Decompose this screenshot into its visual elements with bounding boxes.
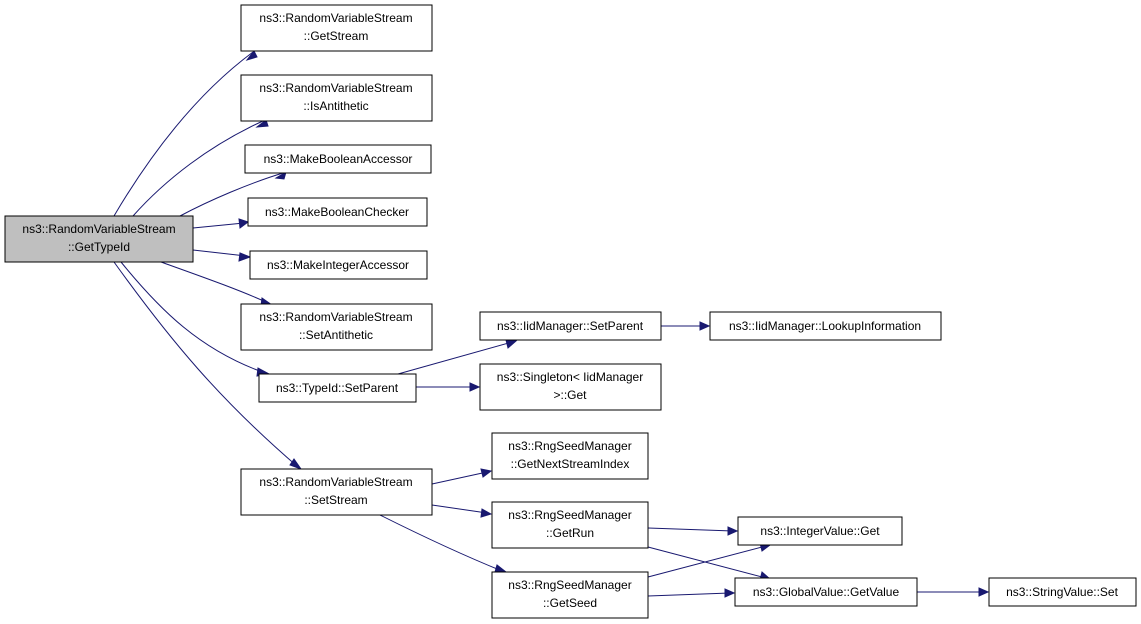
edge-root-to-typeidsetparent [120,261,266,374]
node-label-line: ns3::IidManager::LookupInformation [729,319,921,333]
node-label-line: ns3::RandomVariableStream [259,11,412,25]
node-label-line: ns3::Singleton< IidManager [497,370,643,384]
node-label-line: ns3::MakeBooleanChecker [265,205,409,219]
node-label-line: ns3::MakeBooleanAccessor [264,152,413,166]
node-globalvalue-getvalue[interactable]: ns3::GlobalValue::GetValue [734,577,918,607]
node-label-line: ns3::TypeId::SetParent [276,381,399,395]
edge-arrowhead [699,321,711,331]
node-label-line: ::GetRun [546,526,594,540]
edge-arrowhead [494,564,508,573]
edge-arrowhead [469,382,481,392]
node-label-line: ::SetAntithetic [299,328,373,342]
node-label-line: ns3::RandomVariableStream [22,222,175,236]
node-randomvariablestream-isantithetic[interactable]: ns3::RandomVariableStream ::IsAntithetic [240,74,433,122]
edge-getseed-to-integerget [647,545,767,578]
node-iidmanager-lookupinformation[interactable]: ns3::IidManager::LookupInformation [709,311,942,341]
node-randomvariablestream-setantithetic[interactable]: ns3::RandomVariableStream ::SetAntitheti… [240,303,433,351]
node-label-line: ::GetSeed [543,596,597,610]
edge-getseed-to-globalgetvalue [647,592,731,597]
node-label-line: ns3::RandomVariableStream [259,310,412,324]
node-singleton-iidmanager-get[interactable]: ns3::Singleton< IidManager >::Get [479,363,662,411]
node-label-line: ::SetStream [304,493,367,507]
node-rngseedmanager-getrun[interactable]: ns3::RngSeedManager ::GetRun [491,501,649,549]
edge-root-to-makeboolchk [192,222,245,229]
edge-root-to-setantithetic [160,261,269,304]
edge-getrun-to-integerget [647,527,734,532]
node-label-line: ns3::RngSeedManager [508,578,631,592]
node-label-line: ns3::IidManager::SetParent [497,319,644,333]
node-label-line: ns3::RandomVariableStream [259,81,412,95]
edge-arrowhead [505,339,518,349]
node-label-line: >::Get [553,388,587,402]
node-label-line: ns3::IntegerValue::Get [760,524,880,538]
edge-arrowhead [978,587,990,597]
edge-root-to-getstream [113,51,254,217]
edge-arrowhead [480,468,493,478]
edge-setstream-to-getnextstream [431,471,488,485]
node-label-line: ns3::RandomVariableStream [259,475,412,489]
node-label-line: ns3::RngSeedManager [508,439,631,453]
edge-root-to-makeintacc [192,249,247,257]
node-randomvariablestream-gettypeid[interactable]: ns3::RandomVariableStream ::GetTypeId [4,215,194,263]
edge-setstream-to-getseed [379,514,503,572]
node-makebooleanchecker[interactable]: ns3::MakeBooleanChecker [247,197,428,227]
node-iidmanager-setparent[interactable]: ns3::IidManager::SetParent [479,311,662,341]
node-label-line: ns3::MakeIntegerAccessor [267,258,409,272]
node-label-line: ::GetNextStreamIndex [511,457,630,471]
edge-arrowhead [245,50,258,61]
node-randomvariablestream-setstream[interactable]: ns3::RandomVariableStream ::SetStream [240,468,433,516]
node-stringvalue-set[interactable]: ns3::StringValue::Set [988,577,1137,607]
node-typeid-setparent[interactable]: ns3::TypeId::SetParent [258,373,417,403]
edge-typeidsetparent-to-iidsetparent [397,341,513,375]
node-makeintegeraccessor[interactable]: ns3::MakeIntegerAccessor [249,250,428,280]
edge-root-to-isantithetic [132,120,264,217]
edge-arrowhead [274,170,287,180]
edge-getrun-to-globalgetvalue [647,546,767,579]
node-label-line: ::IsAntithetic [303,99,368,113]
node-label-line: ::GetTypeId [68,240,130,254]
edge-arrowhead [289,458,303,471]
edge-arrowhead [255,119,269,128]
edge-arrowhead [480,508,493,518]
edge-root-to-makeboolacc [179,172,284,217]
edge-setstream-to-getrun [431,504,488,514]
node-rngseedmanager-getnextstreamindex[interactable]: ns3::RngSeedManager ::GetNextStreamIndex [491,432,649,480]
node-label-line: ns3::RngSeedManager [508,508,631,522]
node-label-line: ::GetStream [304,29,369,43]
node-label-line: ns3::StringValue::Set [1006,585,1119,599]
node-integervalue-get[interactable]: ns3::IntegerValue::Get [737,516,903,546]
edge-arrowhead [724,588,736,598]
edge-arrowhead [727,526,739,536]
node-randomvariablestream-getstream[interactable]: ns3::RandomVariableStream ::GetStream [240,4,433,52]
edge-arrowhead [238,252,252,262]
edge-arrowhead [238,218,250,229]
node-makebooleanaccessor[interactable]: ns3::MakeBooleanAccessor [244,144,432,174]
node-label-line: ns3::GlobalValue::GetValue [753,585,900,599]
edge-root-to-setstream [113,261,299,468]
node-rngseedmanager-getseed[interactable]: ns3::RngSeedManager ::GetSeed [491,571,649,619]
